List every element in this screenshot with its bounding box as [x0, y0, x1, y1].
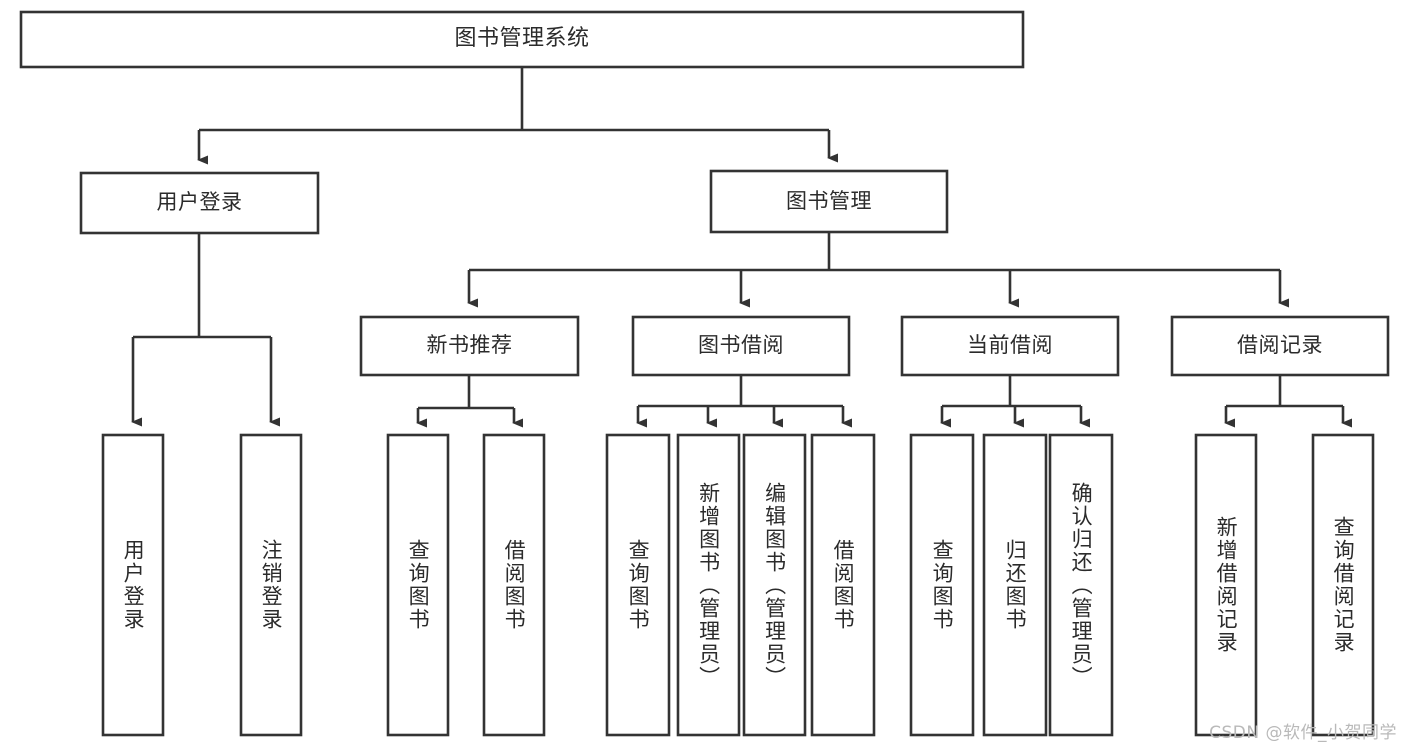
node-leaf-query-book-recommend-box[interactable] [386, 433, 450, 737]
node-leaf-add-borrow-record-box[interactable] [1194, 433, 1258, 737]
node-user-login-box[interactable] [79, 171, 320, 235]
node-leaf-borrow-book-box[interactable] [810, 433, 876, 737]
node-current-borrow-box[interactable] [900, 315, 1120, 377]
node-leaf-query-book-current-box[interactable] [909, 433, 975, 737]
node-leaf-query-book-borrow-box[interactable] [605, 433, 671, 737]
node-leaf-confirm-return-box[interactable] [1048, 433, 1114, 737]
csdn-watermark: CSDN @软件_小贺同学 [1209, 723, 1397, 743]
node-leaf-return-book-box[interactable] [982, 433, 1048, 737]
node-leaf-logout-login-box[interactable] [239, 433, 303, 737]
node-leaf-query-borrow-record-box[interactable] [1311, 433, 1375, 737]
node-root-box[interactable] [19, 10, 1025, 69]
node-new-book-recommend-box[interactable] [359, 315, 580, 377]
node-leaf-borrow-book-recommend-box[interactable] [482, 433, 546, 737]
node-book-manage-box[interactable] [709, 169, 949, 234]
node-leaf-user-login-box[interactable] [101, 433, 165, 737]
node-leaf-add-book-box[interactable] [676, 433, 741, 737]
node-borrow-record-box[interactable] [1170, 315, 1390, 377]
node-leaf-edit-book-box[interactable] [742, 433, 807, 737]
node-book-borrow-box[interactable] [631, 315, 851, 377]
